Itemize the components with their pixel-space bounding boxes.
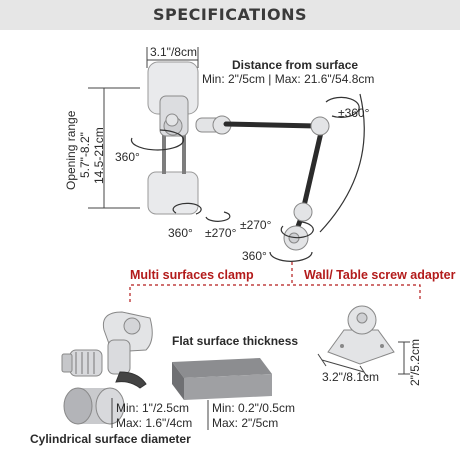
flat-surface-min: Min: 0.2"/0.5cm <box>212 401 295 415</box>
distance-arrows <box>269 93 365 262</box>
clamp-illustration <box>61 311 153 389</box>
distance-title: Distance from surface <box>232 58 359 72</box>
cylinder-title: Cylindrical surface diameter <box>30 432 191 446</box>
opening-cm-label: 14.5-21cm <box>92 127 106 184</box>
page-title: SPECIFICATIONS <box>152 5 308 24</box>
rotation-arrows-holder <box>130 129 231 222</box>
adapter-height-label: 2"/5.2cm <box>408 339 422 386</box>
flat-surface-illustration <box>172 358 272 400</box>
clamp-title: Multi surfaces clamp <box>130 268 254 282</box>
flat-surface-title: Flat surface thickness <box>172 334 299 348</box>
cylinder-min: Min: 1"/2.5cm <box>116 401 189 415</box>
adapter-title: Wall/ Table screw adapter <box>304 268 456 282</box>
opening-range-label: Opening range <box>64 110 78 190</box>
arm-joints <box>283 116 330 251</box>
rotation-left-label: 360° <box>115 150 140 164</box>
opening-inches-label: 5.7"-8.2" <box>78 132 92 178</box>
rotation-base-label: 360° <box>242 249 267 263</box>
rotation-top-label: ±360° <box>338 106 370 120</box>
header-bar <box>0 0 460 30</box>
rotation-middle-label: ±270° <box>240 218 272 232</box>
rotation-bottom-left-label: 360° <box>168 226 193 240</box>
phone-holder <box>147 61 199 215</box>
distance-range: Min: 2"/5cm | Max: 21.6"/54.8cm <box>202 72 375 86</box>
arm-joint-top <box>195 115 232 135</box>
rotation-bottom-right-label: ±270° <box>205 226 237 240</box>
width-dimension <box>146 47 199 68</box>
flat-surface-max: Max: 2"/5cm <box>212 416 279 430</box>
mount-connector <box>129 262 421 302</box>
adapter-illustration <box>327 305 395 365</box>
opening-dimension <box>88 87 140 209</box>
holder-width-label: 3.1"/8cm <box>150 45 197 59</box>
adapter-dimension <box>317 341 410 379</box>
cylinder-max: Max: 1.6"/4cm <box>116 416 193 430</box>
cylinder-illustration <box>63 387 125 425</box>
adapter-width-label: 3.2"/8.1cm <box>322 370 379 384</box>
